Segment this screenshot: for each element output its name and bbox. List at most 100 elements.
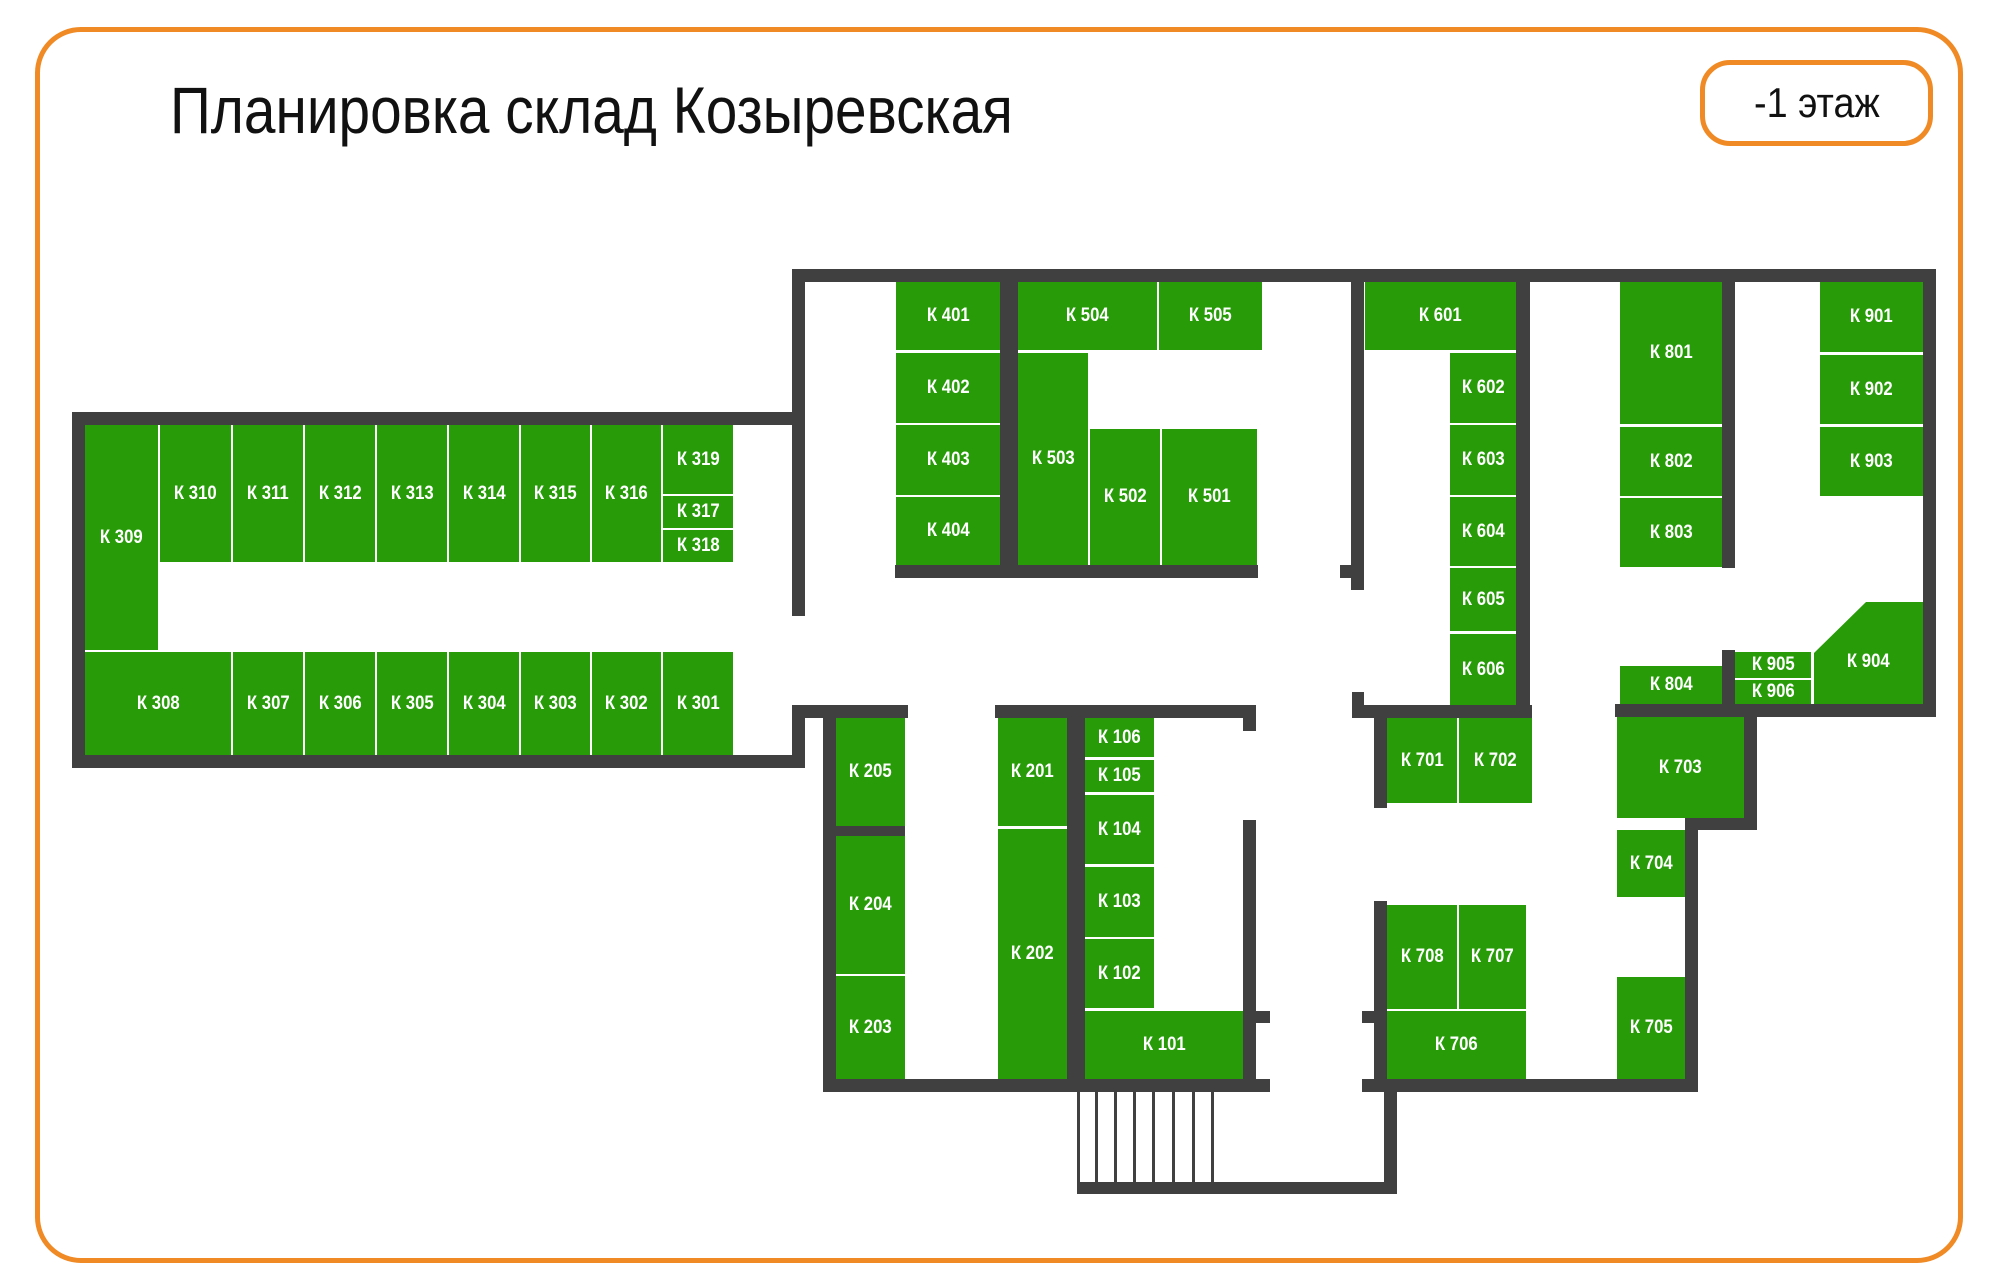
wall — [1615, 704, 1936, 717]
unit-k313[interactable]: К 313 — [377, 425, 447, 562]
unit-k309[interactable]: К 309 — [85, 425, 158, 650]
wall — [1685, 818, 1698, 1092]
unit-k103[interactable]: К 103 — [1085, 867, 1154, 937]
unit-k317[interactable]: К 317 — [663, 496, 733, 528]
wall — [792, 269, 805, 616]
unit-k902[interactable]: К 902 — [1820, 355, 1923, 424]
unit-k312[interactable]: К 312 — [305, 425, 375, 562]
wall — [1744, 704, 1757, 830]
unit-k501[interactable]: К 501 — [1162, 429, 1257, 565]
unit-k804[interactable]: К 804 — [1620, 666, 1722, 704]
wall — [895, 565, 1258, 578]
unit-k606[interactable]: К 606 — [1450, 634, 1516, 705]
unit-k401[interactable]: К 401 — [896, 282, 1000, 350]
unit-k203[interactable]: К 203 — [836, 976, 905, 1079]
unit-k302[interactable]: К 302 — [592, 652, 661, 755]
wall — [72, 412, 805, 425]
unit-k704[interactable]: К 704 — [1617, 830, 1685, 897]
unit-k314[interactable]: К 314 — [449, 425, 519, 562]
unit-k905[interactable]: К 905 — [1735, 652, 1811, 678]
unit-k315[interactable]: К 315 — [521, 425, 590, 562]
unit-k402[interactable]: К 402 — [896, 353, 1000, 423]
wall — [823, 705, 836, 1092]
unit-k904[interactable]: К 904 — [1847, 651, 1890, 672]
unit-k304[interactable]: К 304 — [449, 652, 519, 755]
unit-k601[interactable]: К 601 — [1365, 282, 1516, 350]
wall — [1077, 1182, 1397, 1194]
unit-k502[interactable]: К 502 — [1090, 429, 1160, 565]
unit-k708[interactable]: К 708 — [1387, 905, 1457, 1009]
unit-k702[interactable]: К 702 — [1459, 718, 1532, 803]
unit-k403[interactable]: К 403 — [896, 425, 1000, 495]
unit-k901[interactable]: К 901 — [1820, 282, 1923, 352]
unit-k105[interactable]: К 105 — [1085, 760, 1154, 792]
wall — [1243, 705, 1256, 731]
wall — [1374, 705, 1387, 808]
unit-k903[interactable]: К 903 — [1820, 427, 1923, 496]
unit-k505[interactable]: К 505 — [1159, 282, 1262, 350]
unit-k301[interactable]: К 301 — [663, 652, 733, 755]
unit-k602[interactable]: К 602 — [1450, 353, 1516, 423]
unit-k904-shape[interactable] — [1811, 600, 1923, 704]
unit-k603[interactable]: К 603 — [1450, 425, 1516, 495]
unit-k305[interactable]: К 305 — [377, 652, 447, 755]
unit-k102[interactable]: К 102 — [1085, 939, 1154, 1008]
page-title: Планировка склад Козыревская — [170, 73, 1013, 147]
wall — [1352, 705, 1532, 718]
unit-k311[interactable]: К 311 — [233, 425, 303, 562]
unit-k701[interactable]: К 701 — [1387, 718, 1457, 803]
wall — [1256, 1011, 1270, 1023]
wall — [823, 1079, 1270, 1092]
unit-k202[interactable]: К 202 — [998, 829, 1067, 1079]
wall — [1000, 282, 1018, 578]
unit-k706[interactable]: К 706 — [1387, 1011, 1526, 1079]
unit-k801[interactable]: К 801 — [1620, 282, 1722, 424]
wall — [1243, 820, 1256, 1092]
wall — [72, 755, 805, 768]
wall — [1351, 282, 1364, 590]
unit-k104[interactable]: К 104 — [1085, 795, 1154, 864]
unit-k404[interactable]: К 404 — [896, 497, 1000, 565]
unit-k705[interactable]: К 705 — [1617, 977, 1685, 1079]
unit-k106[interactable]: К 106 — [1085, 718, 1154, 757]
unit-k306[interactable]: К 306 — [305, 652, 375, 755]
unit-k605[interactable]: К 605 — [1450, 568, 1516, 631]
floor-badge[interactable]: -1 этаж — [1700, 60, 1933, 146]
wall — [1362, 1011, 1374, 1023]
unit-k316[interactable]: К 316 — [592, 425, 661, 562]
wall — [1374, 901, 1387, 1092]
unit-k504[interactable]: К 504 — [1018, 282, 1157, 350]
unit-k707[interactable]: К 707 — [1459, 905, 1526, 1009]
wall — [995, 705, 1256, 718]
staircase — [1077, 1092, 1215, 1182]
unit-k204[interactable]: К 204 — [836, 836, 905, 974]
wall — [1685, 818, 1757, 830]
wall — [1923, 269, 1936, 717]
wall — [1340, 565, 1352, 578]
wall — [836, 826, 905, 836]
wall — [72, 412, 85, 768]
unit-k703[interactable]: К 703 — [1617, 717, 1744, 818]
unit-k803[interactable]: К 803 — [1620, 498, 1722, 567]
page-frame — [35, 27, 1963, 1263]
wall — [1067, 718, 1085, 1079]
unit-k308[interactable]: К 308 — [85, 652, 231, 755]
wall — [1362, 1079, 1698, 1092]
unit-k101[interactable]: К 101 — [1085, 1011, 1243, 1079]
unit-k604[interactable]: К 604 — [1450, 497, 1516, 566]
wall — [1384, 1079, 1397, 1194]
unit-k307[interactable]: К 307 — [233, 652, 303, 755]
unit-k319[interactable]: К 319 — [663, 425, 733, 494]
unit-k503[interactable]: К 503 — [1018, 353, 1088, 565]
unit-k906[interactable]: К 906 — [1735, 680, 1811, 704]
unit-k318[interactable]: К 318 — [663, 530, 733, 562]
floor-badge-label: -1 этаж — [1753, 79, 1880, 126]
unit-k310[interactable]: К 310 — [160, 425, 231, 562]
unit-k303[interactable]: К 303 — [521, 652, 590, 755]
unit-k205[interactable]: К 205 — [836, 718, 905, 826]
wall — [792, 705, 805, 768]
unit-k201[interactable]: К 201 — [998, 718, 1067, 826]
unit-k802[interactable]: К 802 — [1620, 427, 1722, 496]
wall — [1722, 650, 1735, 710]
wall — [792, 269, 1936, 282]
